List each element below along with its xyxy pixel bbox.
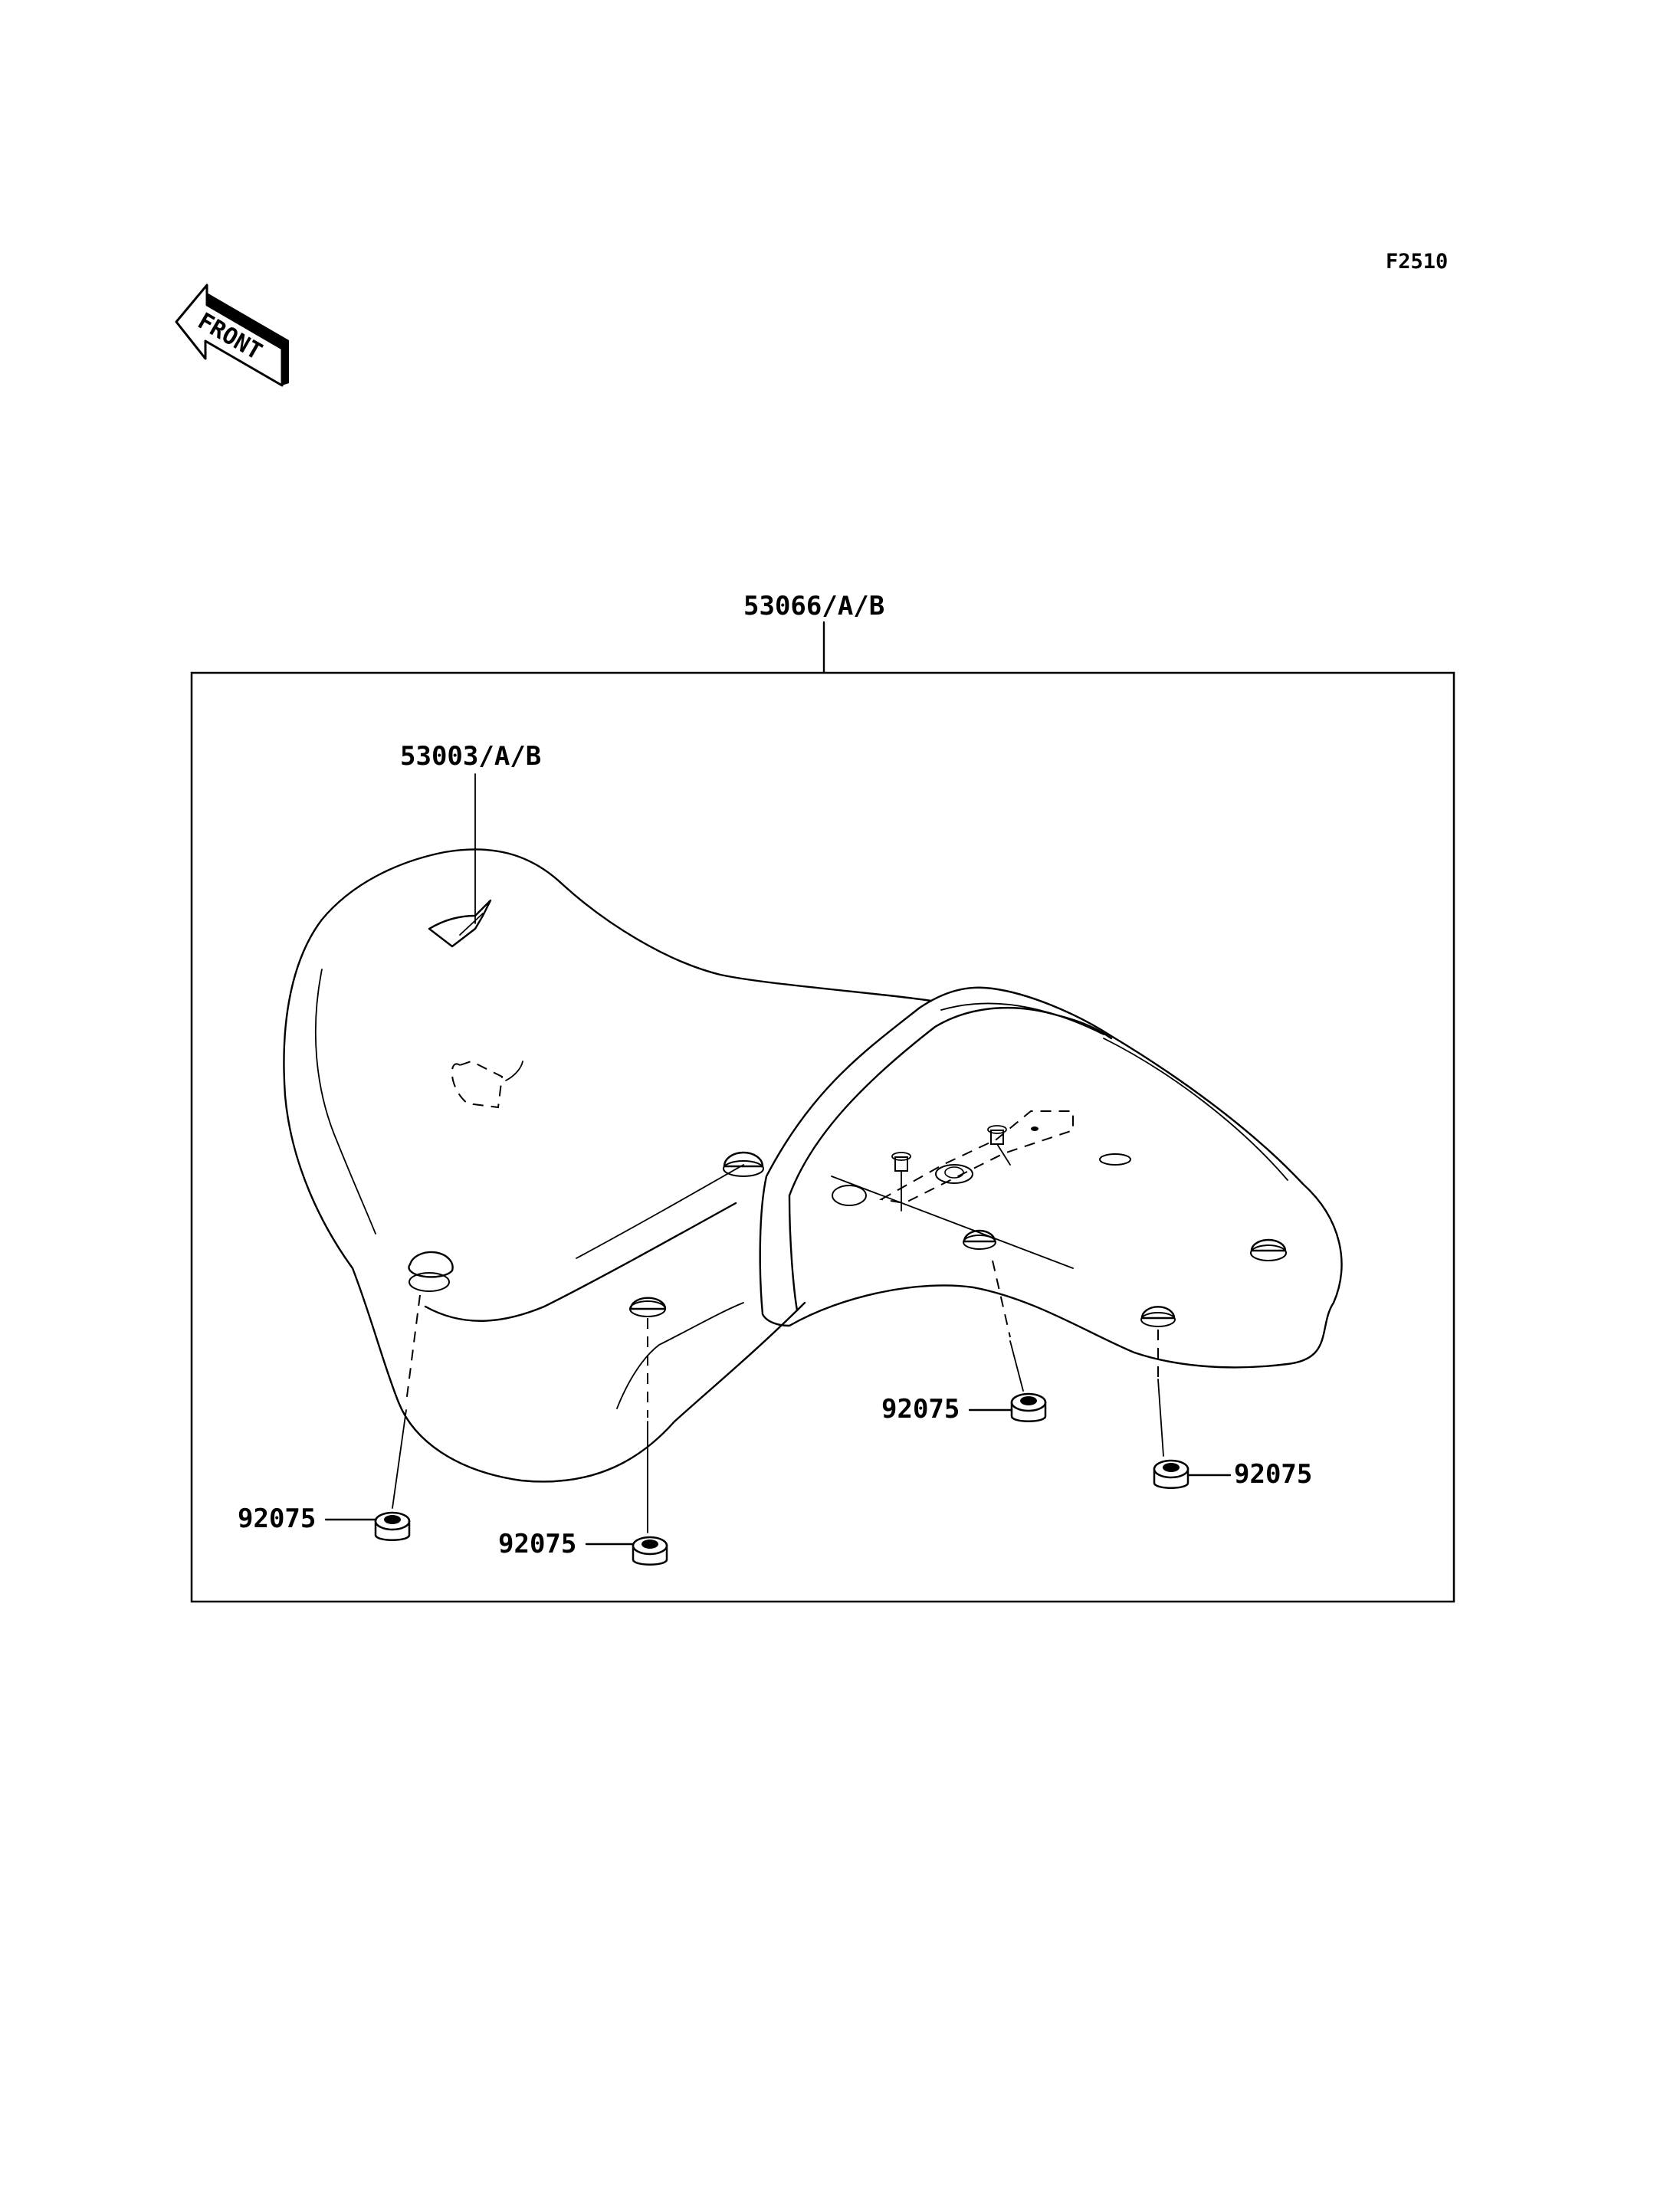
label-seat-assembly: 53066/A/B [743, 591, 884, 621]
diagram-code: F2510 [1386, 250, 1448, 274]
label-damper-front-center: 92075 [498, 1529, 576, 1559]
damper-front-center [632, 1536, 668, 1566]
front-direction-arrow-icon: FRONT [175, 284, 289, 387]
label-seat-cover: 53003/A/B [400, 741, 541, 772]
mounting-holes [408, 1151, 1287, 1327]
damper-front-left [374, 1511, 411, 1541]
label-damper-front-left: 92075 [238, 1503, 316, 1534]
damper-rear-right [1153, 1459, 1189, 1489]
label-damper-rear-center: 92075 [881, 1394, 960, 1425]
label-damper-rear-right: 92075 [1234, 1459, 1312, 1490]
seat-illustration [283, 773, 1343, 1533]
assembly-frame [190, 671, 1455, 1603]
damper-rear-center [1010, 1392, 1047, 1422]
